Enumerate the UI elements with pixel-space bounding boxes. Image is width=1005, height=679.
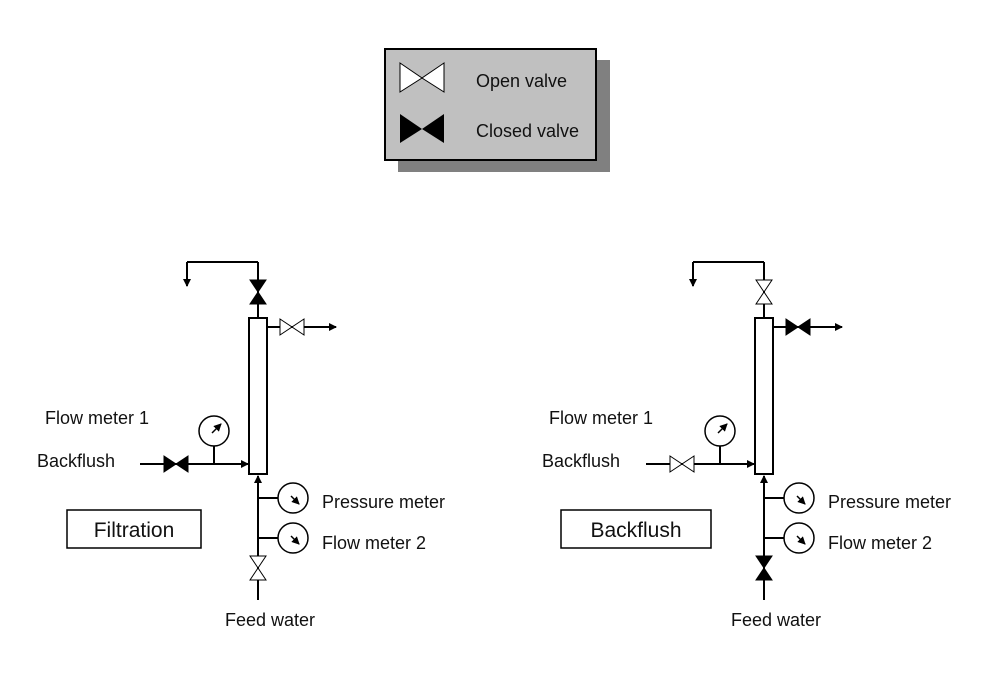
side-outlet-closed-valve-icon: [785, 318, 811, 336]
flow-meter-1-icon: [704, 415, 736, 447]
feed-inlet-closed-valve-icon: [755, 555, 773, 581]
feed-water-label: Feed water: [225, 610, 315, 630]
feed-inlet-open-valve-icon: [249, 555, 267, 581]
open-valve-icon: [399, 62, 445, 93]
flow-meter-1-label: Flow meter 1: [45, 408, 149, 428]
filter-column: [754, 317, 774, 475]
mode-label-box: Filtration: [66, 509, 202, 549]
top-outlet-open-valve-icon: [755, 279, 773, 305]
backflush-inlet-label: Backflush: [37, 451, 115, 471]
flow-meter-1-label: Flow meter 1: [549, 408, 653, 428]
pressure-meter-icon: [783, 482, 815, 514]
legend-label-closed: Closed valve: [476, 121, 579, 141]
mode-label: Backflush: [590, 519, 681, 542]
backflush-inlet-label: Backflush: [542, 451, 620, 471]
flow-meter-1-icon: [198, 415, 230, 447]
legend-label-open: Open valve: [476, 71, 567, 91]
pressure-meter-label: Pressure meter: [322, 492, 445, 512]
legend: Open valve Closed valve: [384, 48, 610, 172]
pressure-meter-icon: [277, 482, 309, 514]
side-outlet-open-valve-icon: [279, 318, 305, 336]
closed-valve-icon: [400, 114, 444, 143]
legend-box: [384, 48, 597, 161]
backflush-inlet-open-valve-icon: [669, 455, 695, 473]
mode-label-box: Backflush: [560, 509, 712, 549]
flow-meter-2-label: Flow meter 2: [828, 533, 932, 553]
pressure-meter-label: Pressure meter: [828, 492, 951, 512]
mode-label: Filtration: [94, 519, 175, 542]
flow-meter-2-label: Flow meter 2: [322, 533, 426, 553]
flow-meter-2-icon: [783, 522, 815, 554]
backflush-inlet-closed-valve-icon: [163, 455, 189, 473]
flow-meter-2-icon: [277, 522, 309, 554]
filter-column: [248, 317, 268, 475]
feed-water-label: Feed water: [731, 610, 821, 630]
top-outlet-closed-valve-icon: [249, 279, 267, 305]
